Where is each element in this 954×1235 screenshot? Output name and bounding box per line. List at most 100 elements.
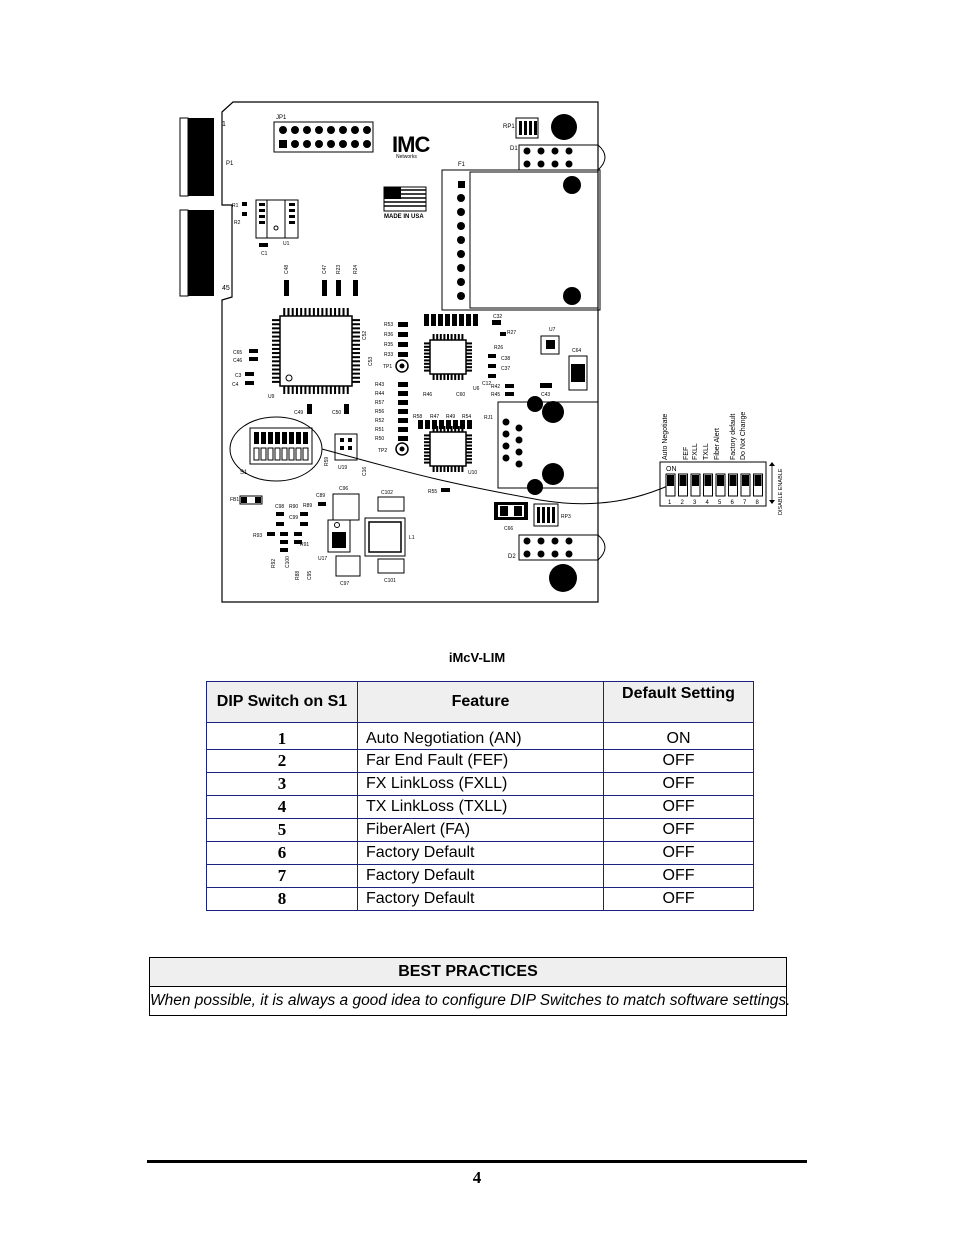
rj1-jack [497, 401, 599, 489]
svg-text:R55: R55 [428, 489, 437, 495]
chip-pin [457, 426, 460, 432]
cell-switch-number: 3 [206, 772, 358, 796]
s1-switch [303, 432, 308, 444]
chip-pin [443, 374, 446, 380]
cell-switch-number: 6 [206, 841, 358, 865]
chip-pin [439, 426, 442, 432]
chip-pin [443, 466, 446, 472]
chip-pin [272, 360, 280, 363]
chip-pin [272, 323, 280, 326]
detail-switch-lever [729, 475, 737, 486]
resistor [439, 420, 444, 429]
fn-label-fiber-alert: Fiber Alert [714, 428, 721, 460]
chip-pin [466, 458, 472, 461]
chip-u19 [334, 433, 358, 461]
chip-pin [436, 334, 439, 340]
chip-u6 [429, 339, 467, 375]
chip-pin [346, 308, 349, 316]
switch-position-number: 7 [743, 500, 747, 506]
svg-text:C53: C53 [368, 357, 374, 366]
fn-label-auto-negotiate: Auto Negotiate [662, 414, 669, 460]
svg-text:C16: C16 [362, 467, 368, 476]
p1-label: P1 [226, 161, 234, 167]
svg-text:C60: C60 [456, 392, 465, 398]
chip-pin [457, 466, 460, 472]
detail-switch-lever [692, 475, 699, 486]
chip-u9 [279, 315, 353, 387]
s1-switch-slot [267, 447, 274, 461]
chip-pin [454, 374, 457, 380]
chip-pin [352, 319, 360, 322]
chip-pin [325, 386, 328, 394]
svg-text:C100: C100 [285, 556, 291, 568]
chip-pin [272, 368, 280, 371]
svg-text:C98: C98 [275, 504, 284, 510]
chip-pin [466, 345, 472, 348]
made-in-usa-label: MADE IN USA [384, 214, 424, 220]
svg-text:C37: C37 [501, 366, 510, 372]
chip-pin [291, 386, 294, 394]
dip-switch-detail: Auto Negotiate FEF FXLL TXLL Fiber Alert… [659, 412, 784, 515]
jp1-pin [339, 126, 347, 134]
chip-pin [300, 386, 303, 394]
jp1-pin [327, 140, 335, 148]
cell-switch-number: 8 [206, 887, 358, 911]
svg-text:R45: R45 [491, 392, 500, 398]
chip-pin [424, 451, 430, 454]
chip-pin [352, 335, 360, 338]
chip-pin [287, 386, 290, 394]
svg-text:R1: R1 [232, 203, 239, 209]
resistor [424, 314, 429, 326]
chip-pin [272, 343, 280, 346]
mount-hole [549, 564, 577, 592]
chip-pin [424, 342, 430, 345]
usa-flag [383, 186, 427, 212]
cell-default-setting: OFF [603, 887, 754, 911]
page-number: 4 [472, 1168, 482, 1187]
board-outline [221, 101, 599, 603]
chip-pin [352, 323, 360, 326]
svg-text:C32: C32 [493, 314, 502, 320]
detail-leader-line [321, 448, 671, 505]
resistor [459, 314, 464, 326]
svg-text:C3: C3 [235, 373, 242, 379]
chip-pin [334, 386, 337, 394]
pin1-label: 1 [222, 121, 226, 128]
s1-switch-slot [302, 447, 309, 461]
cell-default-setting: OFF [603, 864, 754, 888]
chip-pin [466, 352, 472, 355]
d1-label: D1 [510, 146, 518, 152]
svg-text:R23: R23 [336, 265, 342, 274]
cell-feature: Factory Default [357, 841, 604, 865]
jp1-pin [279, 126, 287, 134]
svg-text:R52: R52 [375, 418, 384, 424]
svg-text:R54: R54 [462, 414, 471, 420]
svg-text:C47: C47 [322, 265, 328, 274]
cell-feature: Factory Default [357, 864, 604, 888]
chip-pin [272, 376, 280, 379]
chip-pin [439, 466, 442, 472]
resistor [431, 314, 436, 326]
svg-text:R49: R49 [446, 414, 455, 420]
cell-switch-number: 7 [206, 864, 358, 888]
cell-feature: Auto Negotiation (AN) [357, 722, 604, 750]
switch-position-number: 2 [681, 500, 685, 506]
chip-pin [300, 308, 303, 316]
chip-u10 [429, 431, 467, 467]
svg-text:FB1: FB1 [230, 497, 239, 503]
chip-pin [454, 334, 457, 340]
resistor [438, 314, 443, 326]
best-practices-text: When possible, it is always a good idea … [150, 992, 791, 1009]
chip-pin [352, 343, 360, 346]
chip-pin [466, 451, 472, 454]
svg-text:C102: C102 [381, 490, 393, 496]
svg-text:U9: U9 [268, 394, 275, 400]
chip-pin [352, 376, 360, 379]
chip-pin [352, 356, 360, 359]
svg-text:R47: R47 [430, 414, 439, 420]
inductor-l1 [364, 517, 406, 557]
chip-pin [424, 437, 430, 440]
chip-pin [454, 466, 457, 472]
resistor [418, 420, 423, 429]
chip-pin [424, 454, 430, 457]
